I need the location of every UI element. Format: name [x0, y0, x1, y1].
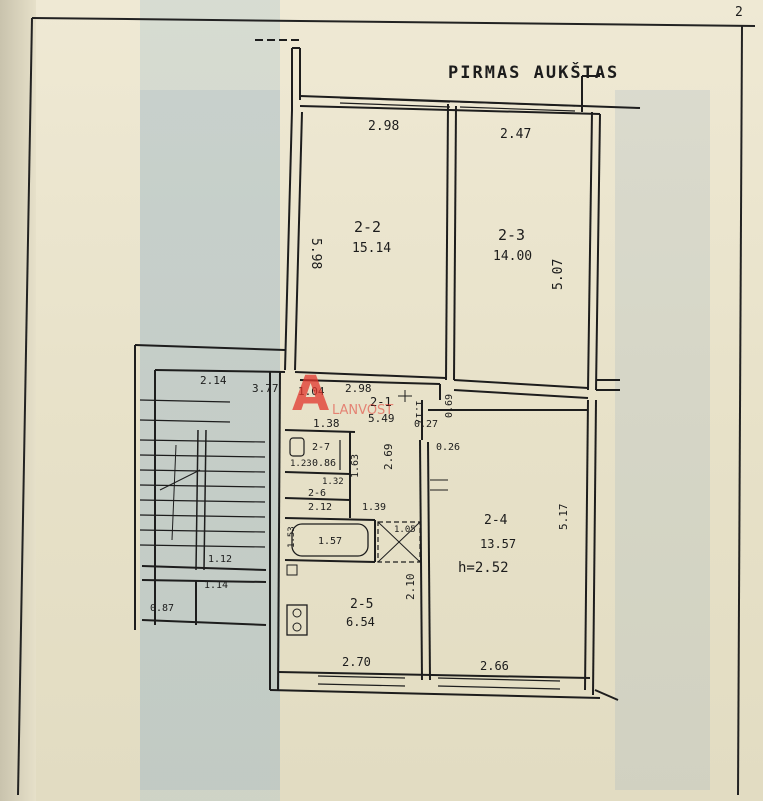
- plan-walls: [134, 39, 641, 701]
- dimension-label: 1.23: [290, 459, 312, 469]
- page-frame: [17, 17, 756, 796]
- dimension-label: 3.77: [252, 382, 279, 395]
- room-area: 2.12: [308, 502, 332, 513]
- room-id: 2-1: [370, 395, 392, 409]
- dimension-label: 1.17: [413, 400, 424, 424]
- dimension-label: 1.14: [204, 580, 228, 591]
- room-id: 2-5: [350, 597, 373, 612]
- dimension-label: 2.10: [404, 574, 417, 601]
- room-area: 15.14: [352, 241, 391, 256]
- room-id: 2-3: [498, 226, 525, 244]
- dimension-label: 2.70: [342, 655, 371, 669]
- dimension-label: 2.66: [480, 659, 509, 673]
- plan-labels: 2 PIRMAS AUKŠTAS 2.98 2.47 5.98 5.07 2-2…: [150, 5, 743, 673]
- room-id: 2-6: [308, 488, 326, 499]
- dimension-label: 1.04: [298, 385, 325, 398]
- dimension-label: 1.57: [318, 536, 342, 547]
- dimension-label: 1.39: [362, 502, 386, 513]
- floor-title: PIRMAS AUKŠTAS: [448, 61, 619, 83]
- room-id: 2-7: [312, 442, 330, 453]
- room-id: 2-4: [484, 513, 508, 528]
- dimension-label: 5.07: [551, 259, 566, 290]
- watermark-logo: A LANVOST: [292, 366, 393, 422]
- dimension-label: 0.69: [444, 394, 455, 418]
- dimension-label: 0.26: [436, 442, 460, 453]
- dimension-label: 1.05: [394, 525, 416, 535]
- dimension-label: 2.69: [382, 444, 395, 471]
- room-id: 2-2: [354, 218, 381, 236]
- room-area: 13.57: [480, 537, 516, 551]
- room-area: 0.86: [312, 458, 336, 469]
- dimension-label: 1.32: [322, 477, 344, 487]
- dimension-label: 1.12: [208, 554, 232, 565]
- dimension-label: 1.63: [350, 454, 361, 478]
- dimension-label: 0.27: [414, 419, 438, 430]
- ceiling-height: h=2.52: [458, 560, 509, 576]
- dimension-label: 2.47: [500, 127, 531, 142]
- watermark-text: LANVOST: [332, 403, 393, 418]
- page-number: 2: [735, 5, 743, 20]
- dimension-label: 1.53: [287, 526, 297, 548]
- dimension-label: 5.98: [308, 238, 323, 269]
- bleed-through-column: [615, 90, 710, 790]
- dimension-label: 5.17: [557, 504, 570, 531]
- dimension-label: 2.14: [200, 374, 227, 387]
- room-area: 14.00: [493, 249, 532, 264]
- dimension-label: 0.87: [150, 603, 174, 614]
- watermark-letter: A: [292, 366, 329, 422]
- room-area: 5.49: [368, 412, 395, 425]
- dimension-label: 1.38: [313, 417, 340, 430]
- dimension-label: 2.98: [368, 119, 399, 134]
- room-area: 6.54: [346, 615, 375, 629]
- dimension-label: 2.98: [345, 382, 372, 395]
